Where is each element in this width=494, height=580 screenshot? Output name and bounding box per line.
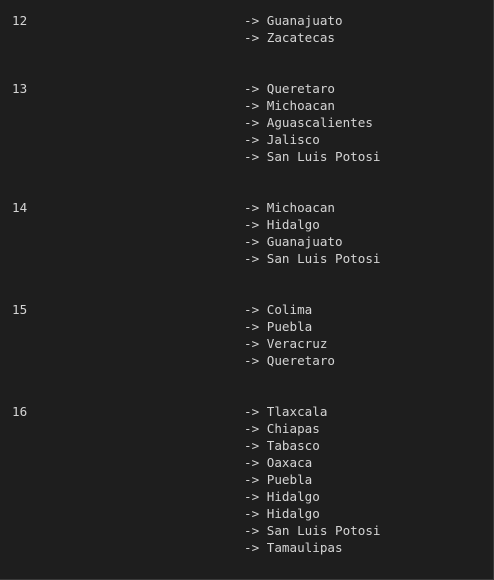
state-list: -> Colima -> Puebla -> Veracruz -> Quere… bbox=[244, 301, 335, 369]
arrow: -> bbox=[244, 149, 260, 164]
arrow: -> bbox=[244, 81, 260, 96]
state-name: Michoacan bbox=[266, 98, 336, 113]
state-name: Queretaro bbox=[266, 353, 336, 368]
state-name: Guanajuato bbox=[266, 234, 343, 249]
group-number: 12 bbox=[12, 13, 28, 28]
arrow: -> bbox=[244, 115, 260, 130]
arrow: -> bbox=[244, 132, 260, 147]
arrow: -> bbox=[244, 217, 260, 232]
state-name: Hidalgo bbox=[266, 217, 320, 232]
state-line: -> Veracruz bbox=[244, 335, 335, 352]
state-line: -> Tamaulipas bbox=[244, 539, 381, 556]
state-name: Oaxaca bbox=[266, 455, 313, 470]
arrow: -> bbox=[244, 234, 260, 249]
state-name: Tabasco bbox=[266, 438, 320, 453]
state-name: Aguascalientes bbox=[266, 115, 373, 130]
state-line: -> Zacatecas bbox=[244, 29, 343, 46]
arrow: -> bbox=[244, 438, 260, 453]
state-line: -> San Luis Potosi bbox=[244, 148, 381, 165]
state-name: Veracruz bbox=[266, 336, 328, 351]
arrow: -> bbox=[244, 319, 260, 334]
state-name: Tlaxcala bbox=[266, 404, 328, 419]
state-name: Zacatecas bbox=[266, 30, 336, 45]
state-line: -> Guanajuato bbox=[244, 233, 381, 250]
state-line: -> Hidalgo bbox=[244, 216, 381, 233]
state-line: -> Puebla bbox=[244, 471, 381, 488]
state-line: -> Oaxaca bbox=[244, 454, 381, 471]
arrow: -> bbox=[244, 200, 260, 215]
state-line: -> Aguascalientes bbox=[244, 114, 381, 131]
state-line: -> Michoacan bbox=[244, 97, 381, 114]
state-name: San Luis Potosi bbox=[266, 149, 381, 164]
state-name: Puebla bbox=[266, 472, 313, 487]
state-line: -> Colima bbox=[244, 301, 335, 318]
arrow: -> bbox=[244, 404, 260, 419]
arrow: -> bbox=[244, 472, 260, 487]
arrow: -> bbox=[244, 489, 260, 504]
state-name: Colima bbox=[266, 302, 313, 317]
state-name: Puebla bbox=[266, 319, 313, 334]
state-line: -> San Luis Potosi bbox=[244, 522, 381, 539]
arrow: -> bbox=[244, 523, 260, 538]
arrow: -> bbox=[244, 353, 260, 368]
state-name: Queretaro bbox=[266, 81, 336, 96]
arrow: -> bbox=[244, 421, 260, 436]
state-list: -> Guanajuato -> Zacatecas bbox=[244, 12, 343, 46]
arrow: -> bbox=[244, 540, 260, 555]
state-list: -> Queretaro -> Michoacan -> Aguascalien… bbox=[244, 80, 381, 165]
group-number: 14 bbox=[12, 200, 28, 215]
state-line: -> Hidalgo bbox=[244, 505, 381, 522]
arrow: -> bbox=[244, 455, 260, 470]
arrow: -> bbox=[244, 30, 260, 45]
state-name: Hidalgo bbox=[266, 489, 320, 504]
arrow: -> bbox=[244, 13, 260, 28]
state-list: -> Tlaxcala -> Chiapas -> Tabasco -> Oax… bbox=[244, 403, 381, 556]
state-list: -> Michoacan -> Hidalgo -> Guanajuato ->… bbox=[244, 199, 381, 267]
arrow: -> bbox=[244, 506, 260, 521]
state-name: San Luis Potosi bbox=[266, 251, 381, 266]
state-line: -> Michoacan bbox=[244, 199, 381, 216]
state-line: -> Tabasco bbox=[244, 437, 381, 454]
arrow: -> bbox=[244, 302, 260, 317]
state-line: -> Chiapas bbox=[244, 420, 381, 437]
state-line: -> Jalisco bbox=[244, 131, 381, 148]
state-name: Chiapas bbox=[266, 421, 320, 436]
state-line: -> Hidalgo bbox=[244, 488, 381, 505]
arrow: -> bbox=[244, 336, 260, 351]
state-name: Tamaulipas bbox=[266, 540, 343, 555]
state-name: Jalisco bbox=[266, 132, 320, 147]
group-number: 13 bbox=[12, 81, 28, 96]
state-line: -> Puebla bbox=[244, 318, 335, 335]
state-name: Guanajuato bbox=[266, 13, 343, 28]
state-line: -> Tlaxcala bbox=[244, 403, 381, 420]
state-line: -> Queretaro bbox=[244, 80, 381, 97]
group-number: 16 bbox=[12, 404, 28, 419]
arrow: -> bbox=[244, 251, 260, 266]
state-name: San Luis Potosi bbox=[266, 523, 381, 538]
group-number: 15 bbox=[12, 302, 28, 317]
state-line: -> San Luis Potosi bbox=[244, 250, 381, 267]
state-name: Michoacan bbox=[266, 200, 336, 215]
state-name: Hidalgo bbox=[266, 506, 320, 521]
arrow: -> bbox=[244, 98, 260, 113]
state-line: -> Queretaro bbox=[244, 352, 335, 369]
state-line: -> Guanajuato bbox=[244, 12, 343, 29]
